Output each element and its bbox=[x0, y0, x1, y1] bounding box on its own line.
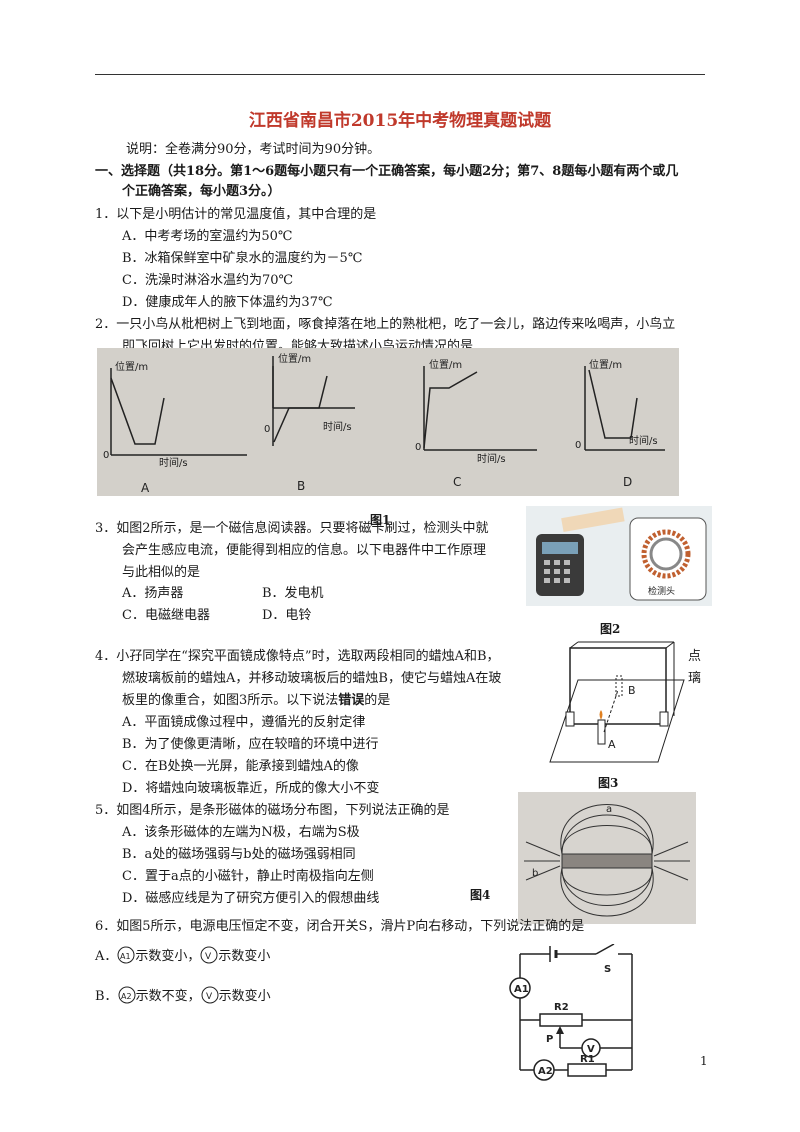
figure3-label-a: A bbox=[608, 738, 616, 751]
figure1-graphs: 位置/m 时间/s 0 A 位置/m 时间/s 0 B 位置/m 时间/s 0 … bbox=[97, 348, 679, 496]
q4-option-d: D．将蜡烛向玻璃板靠近，所成的像大小不变 bbox=[122, 781, 380, 796]
q4-option-c: C．在B处换一光屏，能承接到蜡烛A的像 bbox=[122, 759, 359, 774]
q6-option-a: A．A1 示数变小， V 示数变小 bbox=[95, 946, 270, 967]
section1-heading-line1: 一、选择题（共18分。第1～6题每小题只有一个正确答案，每小题2分；第7、8题每… bbox=[95, 164, 679, 179]
figure4-label: 图4 bbox=[470, 888, 491, 902]
q1-option-d: D．健康成年人的腋下体温约为37℃ bbox=[122, 295, 333, 310]
fig1-a-xlabel: 时间/s bbox=[159, 456, 188, 469]
figure4-point-b: b bbox=[532, 868, 538, 879]
fig1-option-a: A bbox=[141, 481, 150, 495]
fig1-d-ylabel: 位置/m bbox=[589, 358, 622, 371]
figure3-label-b: B bbox=[628, 684, 636, 697]
circuit-label-r2: R2 bbox=[554, 1002, 569, 1013]
figure1-label: 图1 bbox=[370, 513, 391, 527]
q1-option-a: A．中考考场的室温约为50℃ bbox=[122, 229, 293, 244]
circuit-label-s: S bbox=[604, 964, 611, 975]
q6-b-meter2: V bbox=[206, 992, 213, 1002]
ammeter-a1-icon: A1 bbox=[117, 946, 135, 964]
q4-option-b: B．为了使像更清晰，应在较暗的环境中进行 bbox=[122, 737, 379, 752]
q4-stem-line3-a: 板里的像重合，如图3所示。以下说法 bbox=[122, 693, 339, 708]
q4-stem-line3: 板里的像重合，如图3所示。以下说法错误的是 bbox=[122, 691, 390, 711]
q6-b-text2: 示数变小 bbox=[218, 989, 271, 1004]
figure4-point-a: a bbox=[606, 804, 612, 815]
fig1-b-xlabel: 时间/s bbox=[323, 420, 352, 433]
q4-stem-line1: 4．小孖同学在“探究平面镜成像特点”时，选取两段相同的蜡烛A和B， bbox=[95, 649, 500, 664]
q1-stem: 1．以下是小明估计的常见温度值，其中合理的是 bbox=[95, 207, 377, 222]
section1-heading-line2: 个正确答案，每小题3分。） bbox=[122, 184, 281, 199]
q4-stem-line3-c: 的是 bbox=[364, 693, 391, 708]
q3-stem-line1: 3．如图2所示，是一个磁信息阅读器。只要将磁卡刷过，检测头中就 bbox=[95, 521, 489, 536]
fig1-c-origin: 0 bbox=[415, 442, 421, 453]
fig1-option-c: C bbox=[453, 475, 461, 489]
figure4-magnetic-field: a b bbox=[518, 792, 696, 924]
q6-a-meter2: V bbox=[205, 952, 212, 962]
fig1-option-b: B bbox=[297, 479, 305, 493]
fig1-a-origin: 0 bbox=[103, 450, 109, 461]
q5-option-b: B．a处的磁场强弱与b处的磁场强弱相同 bbox=[122, 847, 356, 862]
fig1-d-origin: 0 bbox=[575, 440, 581, 451]
q1-option-c: C．洗澡时淋浴水温约为70℃ bbox=[122, 273, 294, 288]
q4-side-text-2: 璃 bbox=[688, 671, 702, 686]
circuit-label-r1: R1 bbox=[580, 1054, 595, 1065]
figure5-circuit: A1 A2 V R2 R1 P S bbox=[509, 944, 633, 1081]
circuit-label-a2: A2 bbox=[538, 1066, 553, 1077]
q4-side-text-1: 点 bbox=[688, 649, 702, 664]
q5-option-c: C．置于a点的小磁针，静止时南极指向左侧 bbox=[122, 869, 374, 884]
paper-title: 江西省南昌市2015年中考物理真题试题 bbox=[248, 111, 552, 131]
fig1-c-ylabel: 位置/m bbox=[429, 358, 462, 371]
circuit-label-a1: A1 bbox=[514, 984, 529, 995]
q6-b-meter1: A2 bbox=[121, 992, 132, 1001]
voltmeter-v-icon: V bbox=[201, 986, 219, 1004]
q6-a-text1: 示数变小， bbox=[135, 949, 201, 964]
q5-stem: 5．如图4所示，是条形磁体的磁场分布图，下列说法正确的是 bbox=[95, 803, 450, 818]
figure2-caption: 检测头 bbox=[648, 585, 675, 597]
ammeter-a2-icon: A2 bbox=[118, 986, 136, 1004]
figure2-label: 图2 bbox=[600, 622, 621, 636]
q3-option-d: D．电铃 bbox=[262, 608, 312, 623]
q3-stem-line2: 会产生感应电流，便能得到相应的信息。以下电器件中工作原理 bbox=[122, 543, 487, 558]
figure3-label: 图3 bbox=[598, 776, 619, 790]
q6-stem: 6．如图5所示，电源电压恒定不变，闭合开关S，滑片P向右移动，下列说法正确的是 bbox=[95, 919, 585, 934]
fig1-b-ylabel: 位置/m bbox=[278, 352, 311, 365]
fig1-d-xlabel: 时间/s bbox=[629, 434, 658, 447]
q6-b-text1: 示数不变， bbox=[135, 989, 201, 1004]
q3-option-a: A．扬声器 bbox=[122, 586, 184, 601]
q5-option-a: A．该条形磁体的左端为N极，右端为S极 bbox=[122, 825, 360, 840]
q6-a-meter1: A1 bbox=[120, 952, 131, 961]
q6-b-prefix: B． bbox=[95, 989, 118, 1004]
q1-option-b: B．冰箱保鲜室中矿泉水的温度约为－5℃ bbox=[122, 251, 363, 266]
q4-stem-line2: 燃玻璃板前的蜡烛A，并移动玻璃板后的蜡烛B，使它与蜡烛A在玻 bbox=[122, 671, 502, 686]
fig1-a-ylabel: 位置/m bbox=[115, 360, 148, 373]
q2-stem-line1: 2．一只小鸟从枇杷树上飞到地面，啄食掉落在地上的熟枇杷，吃了一会儿，路边传来吆喝… bbox=[95, 317, 676, 332]
q4-option-a: A．平面镜成像过程中，遵循光的反射定律 bbox=[122, 715, 366, 730]
exam-note: 说明：全卷满分90分，考试时间为90分钟。 bbox=[126, 142, 381, 157]
voltmeter-v-icon: V bbox=[200, 946, 218, 964]
q3-option-b: B．发电机 bbox=[262, 586, 324, 601]
fig1-option-d: D bbox=[623, 475, 632, 489]
q5-option-d: D．磁感应线是为了研究方便引入的假想曲线 bbox=[122, 891, 380, 906]
header-rule bbox=[95, 74, 705, 75]
q6-a-prefix: A． bbox=[95, 949, 118, 964]
figure3-mirror-setup: B A bbox=[549, 641, 685, 763]
q3-option-c: C．电磁继电器 bbox=[122, 608, 210, 623]
circuit-label-p: P bbox=[546, 1034, 553, 1045]
q6-a-text2: 示数变小 bbox=[218, 949, 271, 964]
figure2-card-reader: 检测头 bbox=[526, 506, 712, 606]
q3-stem-line3: 与此相似的是 bbox=[122, 565, 201, 580]
page-number: 1 bbox=[700, 1054, 708, 1068]
circuit-label-v: V bbox=[587, 1044, 595, 1055]
q4-emphasis-wrong: 错误 bbox=[338, 693, 365, 708]
fig1-b-origin: 0 bbox=[264, 424, 270, 435]
fig1-c-xlabel: 时间/s bbox=[477, 452, 506, 465]
